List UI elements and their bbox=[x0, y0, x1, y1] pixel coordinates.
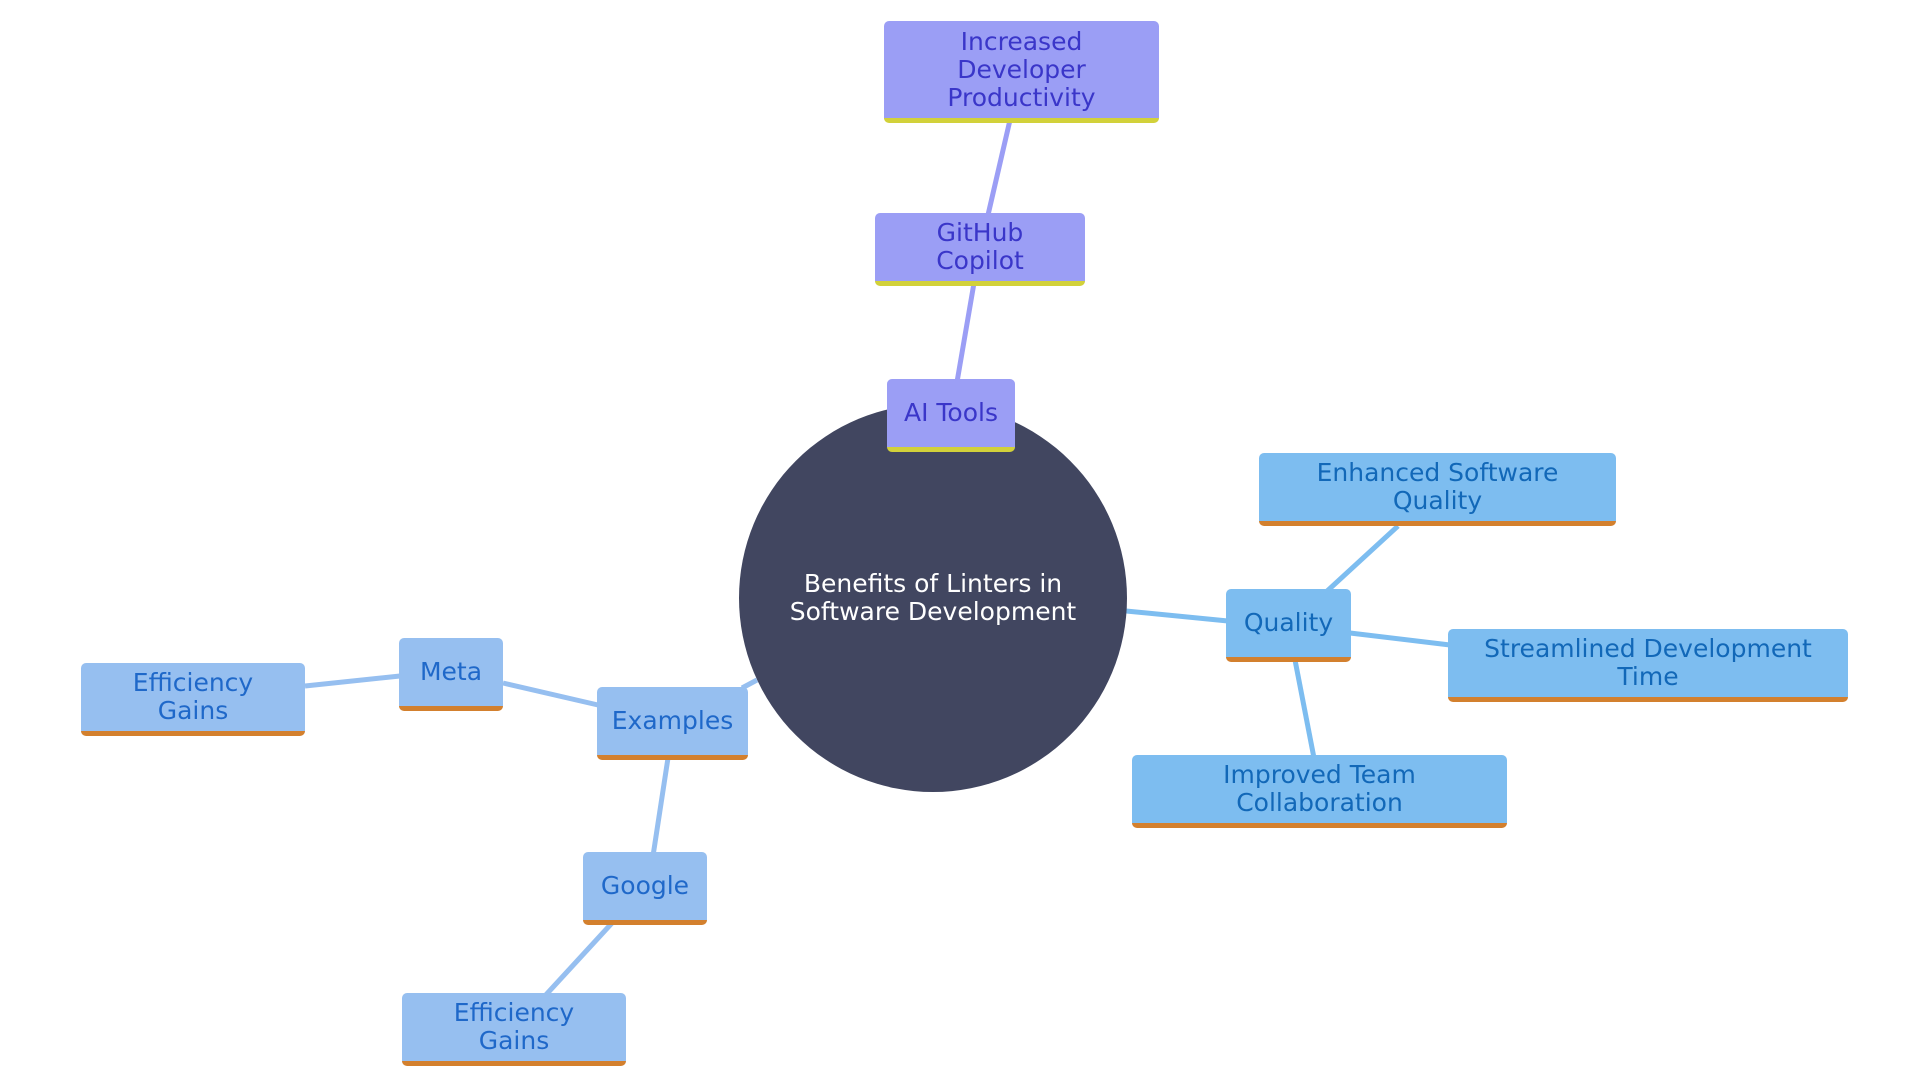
root-label: Benefits of Linters in Software Developm… bbox=[789, 569, 1077, 626]
node-quality: Quality bbox=[1226, 589, 1351, 662]
meta-label: Meta bbox=[419, 657, 483, 686]
quality-label: Quality bbox=[1243, 608, 1334, 637]
github-copilot-label: GitHub Copilot bbox=[936, 218, 1024, 275]
edge-copilot-productivity bbox=[985, 119, 1013, 216]
edge-examples-meta bbox=[502, 680, 599, 708]
ai-tools-label: AI Tools bbox=[903, 398, 998, 427]
node-examples: Examples bbox=[597, 687, 748, 760]
node-increased-productivity: Increased Developer Productivity bbox=[884, 21, 1159, 123]
examples-label: Examples bbox=[611, 706, 734, 735]
node-ai-tools: AI Tools bbox=[887, 379, 1015, 452]
node-github-copilot: GitHub Copilot bbox=[875, 213, 1085, 286]
node-google-efficiency-gains: Efficiency Gains bbox=[402, 993, 626, 1066]
edge-meta-efficiency bbox=[304, 673, 401, 689]
edge-root-quality bbox=[1125, 608, 1229, 624]
edge-root-examples bbox=[740, 677, 759, 691]
increased-productivity-label: Increased Developer Productivity bbox=[947, 26, 1096, 112]
streamlined-development-time-label: Streamlined Development Time bbox=[1484, 634, 1812, 691]
edge-ai-tools-copilot bbox=[954, 282, 977, 383]
node-streamlined-development-time: Streamlined Development Time bbox=[1448, 629, 1848, 702]
node-enhanced-software-quality: Enhanced Software Quality bbox=[1259, 453, 1616, 526]
enhanced-software-quality-label: Enhanced Software Quality bbox=[1316, 458, 1559, 515]
edge-examples-google bbox=[650, 757, 671, 857]
google-label: Google bbox=[600, 871, 690, 900]
edge-quality-collaboration bbox=[1292, 659, 1317, 759]
node-google: Google bbox=[583, 852, 707, 925]
improved-team-collaboration-label: Improved Team Collaboration bbox=[1223, 760, 1416, 817]
root-node: Benefits of Linters in Software Developm… bbox=[739, 404, 1127, 792]
node-meta: Meta bbox=[399, 638, 503, 711]
edge-quality-streamlined bbox=[1349, 630, 1451, 648]
node-meta-efficiency-gains: Efficiency Gains bbox=[81, 663, 305, 736]
edge-google-efficiency bbox=[541, 921, 614, 1000]
node-improved-team-collaboration: Improved Team Collaboration bbox=[1132, 755, 1507, 828]
edge-quality-enhanced bbox=[1323, 524, 1400, 595]
meta-efficiency-gains-label: Efficiency Gains bbox=[132, 668, 254, 725]
google-efficiency-gains-label: Efficiency Gains bbox=[453, 998, 575, 1055]
